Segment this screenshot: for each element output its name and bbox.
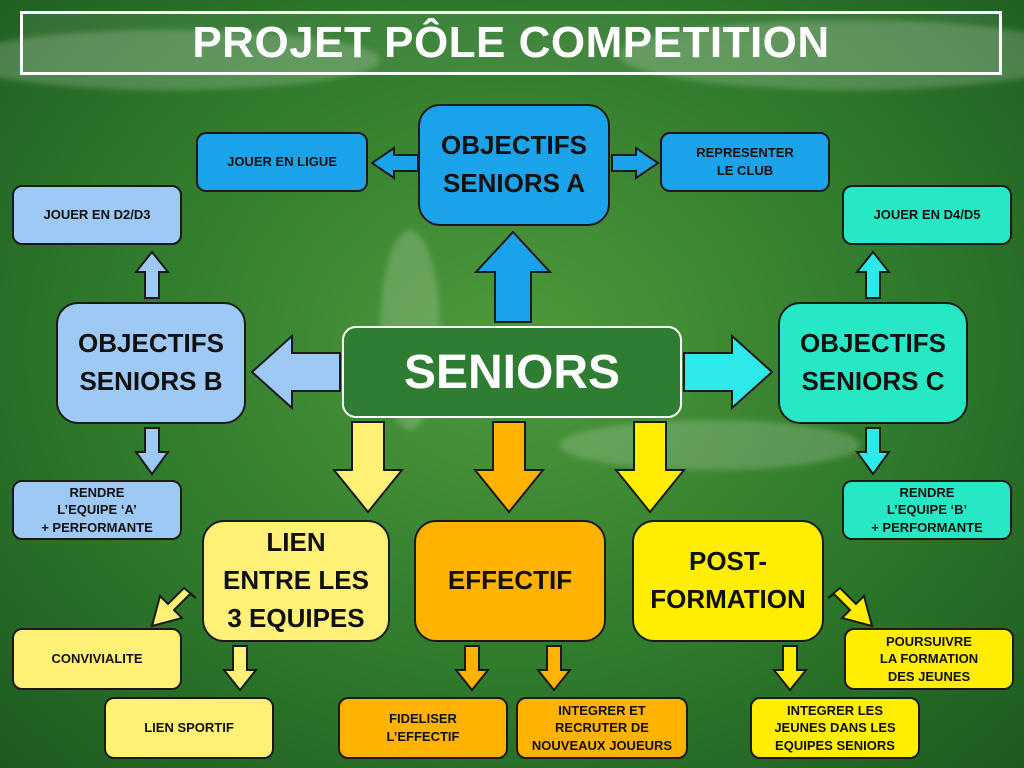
rendre-equipe-b: RENDRE L’EQUIPE ‘B’ + PERFORMANTE [842, 480, 1012, 540]
poursuivre-formation: POURSUIVRE LA FORMATION DES JEUNES [844, 628, 1014, 690]
arrow-left-to-objectifs-b [250, 333, 341, 411]
background-streak [560, 420, 860, 470]
background-streak [0, 30, 380, 90]
arrow-up-to-objectifs-a [473, 230, 553, 323]
fideliser-effectif: FIDELISER L’EFFECTIF [338, 697, 508, 759]
rendre-equipe-a: RENDRE L’EQUIPE ‘A’ + PERFORMANTE [12, 480, 182, 540]
arrow-down-to-integrer-recruter [535, 645, 573, 692]
center-seniors: SENIORS [342, 326, 682, 418]
objectifs-seniors-c: OBJECTIFS SENIORS C [778, 302, 968, 424]
post-formation: POST- FORMATION [632, 520, 824, 642]
arrow-left-to-jouer-ligue [370, 146, 419, 180]
integrer-jeunes: INTEGRER LES JEUNES DANS LES EQUIPES SEN… [750, 697, 920, 759]
arrow-to-poursuivre [827, 586, 874, 628]
arrow-down-to-fideliser [453, 645, 491, 692]
effectif: EFFECTIF [414, 520, 606, 642]
page-title: PROJET PÔLE COMPETITION [192, 18, 830, 67]
arrow-down-to-lien [331, 421, 405, 514]
title-frame: PROJET PÔLE COMPETITION [20, 11, 1002, 75]
arrow-right-to-objectifs-c [683, 333, 774, 411]
objectifs-seniors-b: OBJECTIFS SENIORS B [56, 302, 246, 424]
arrow-down-to-lien-sportif [221, 645, 259, 692]
arrow-down-to-post-formation [613, 421, 687, 514]
arrow-up-to-d4d5 [854, 250, 892, 299]
jouer-en-d4d5: JOUER EN D4/D5 [842, 185, 1012, 245]
lien-entre-equipes: LIEN ENTRE LES 3 EQUIPES [202, 520, 390, 642]
arrow-to-convivialite [150, 586, 197, 628]
representer-le-club: REPRESENTER LE CLUB [660, 132, 830, 192]
arrow-down-to-effectif [472, 421, 546, 514]
objectifs-seniors-a: OBJECTIFS SENIORS A [418, 104, 610, 226]
background-streak [620, 20, 1024, 90]
arrow-right-to-representer [611, 146, 660, 180]
arrow-up-to-d2d3 [133, 250, 171, 299]
lien-sportif: LIEN SPORTIF [104, 697, 274, 759]
arrow-down-to-rendre-a [134, 427, 170, 476]
jouer-en-d2d3: JOUER EN D2/D3 [12, 185, 182, 245]
arrow-down-to-rendre-b [855, 427, 891, 476]
jouer-en-ligue: JOUER EN LIGUE [196, 132, 368, 192]
arrow-down-to-integrer-jeunes [771, 645, 809, 692]
convivialite: CONVIVIALITE [12, 628, 182, 690]
integrer-recruter: INTEGRER ET RECRUTER DE NOUVEAUX JOUEURS [516, 697, 688, 759]
